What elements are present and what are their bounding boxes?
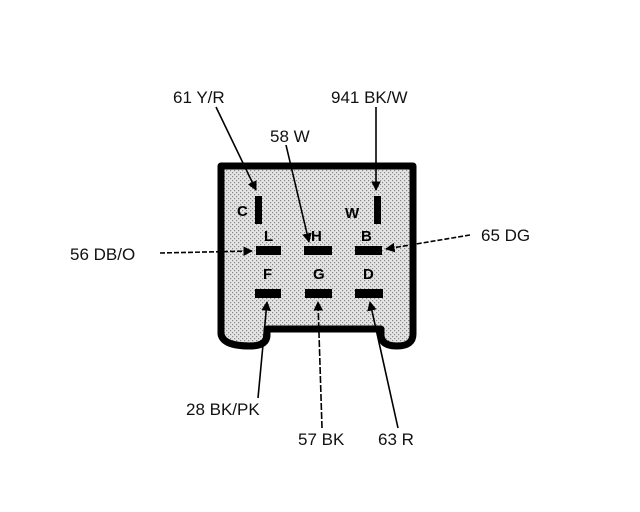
- pin-letter-b: B: [361, 228, 372, 245]
- pin-letter-c: C: [237, 203, 248, 220]
- terminal-c: [255, 196, 262, 224]
- terminal-f: [255, 289, 281, 298]
- leader-58w: [285, 144, 312, 243]
- wire-label-57bk: 57 BK: [298, 430, 345, 449]
- terminal-l: [256, 246, 281, 255]
- leader-65dg: [385, 234, 471, 253]
- leader-61yr: [215, 106, 257, 191]
- terminal-g: [305, 289, 332, 298]
- terminal-h: [304, 246, 332, 255]
- wire-label-61yr: 61 Y/R: [173, 88, 225, 107]
- leader-57bk: [313, 301, 324, 429]
- wire-label-58w: 58 W: [270, 127, 310, 146]
- leader-28bkpk: [257, 301, 271, 399]
- pin-letter-f: F: [263, 266, 272, 283]
- pin-letter-w: W: [345, 205, 360, 222]
- wire-label-56dbo: 56 DB/O: [70, 245, 135, 264]
- terminal-d: [355, 289, 383, 298]
- terminal-w: [374, 196, 381, 224]
- leader-63r: [367, 301, 399, 429]
- wire-label-941bkw: 941 BK/W: [331, 88, 408, 107]
- wire-label-28bkpk: 28 BK/PK: [186, 400, 260, 419]
- leader-56dbo: [159, 246, 253, 256]
- pin-letter-l: L: [264, 228, 273, 245]
- connector-housing: [217, 162, 417, 350]
- pin-letter-g: G: [313, 266, 325, 283]
- terminal-b: [355, 246, 382, 255]
- wire-label-63r: 63 R: [378, 430, 414, 449]
- pin-letter-h: H: [311, 228, 322, 245]
- pin-letter-d: D: [363, 266, 374, 283]
- wire-label-65dg: 65 DG: [481, 226, 530, 245]
